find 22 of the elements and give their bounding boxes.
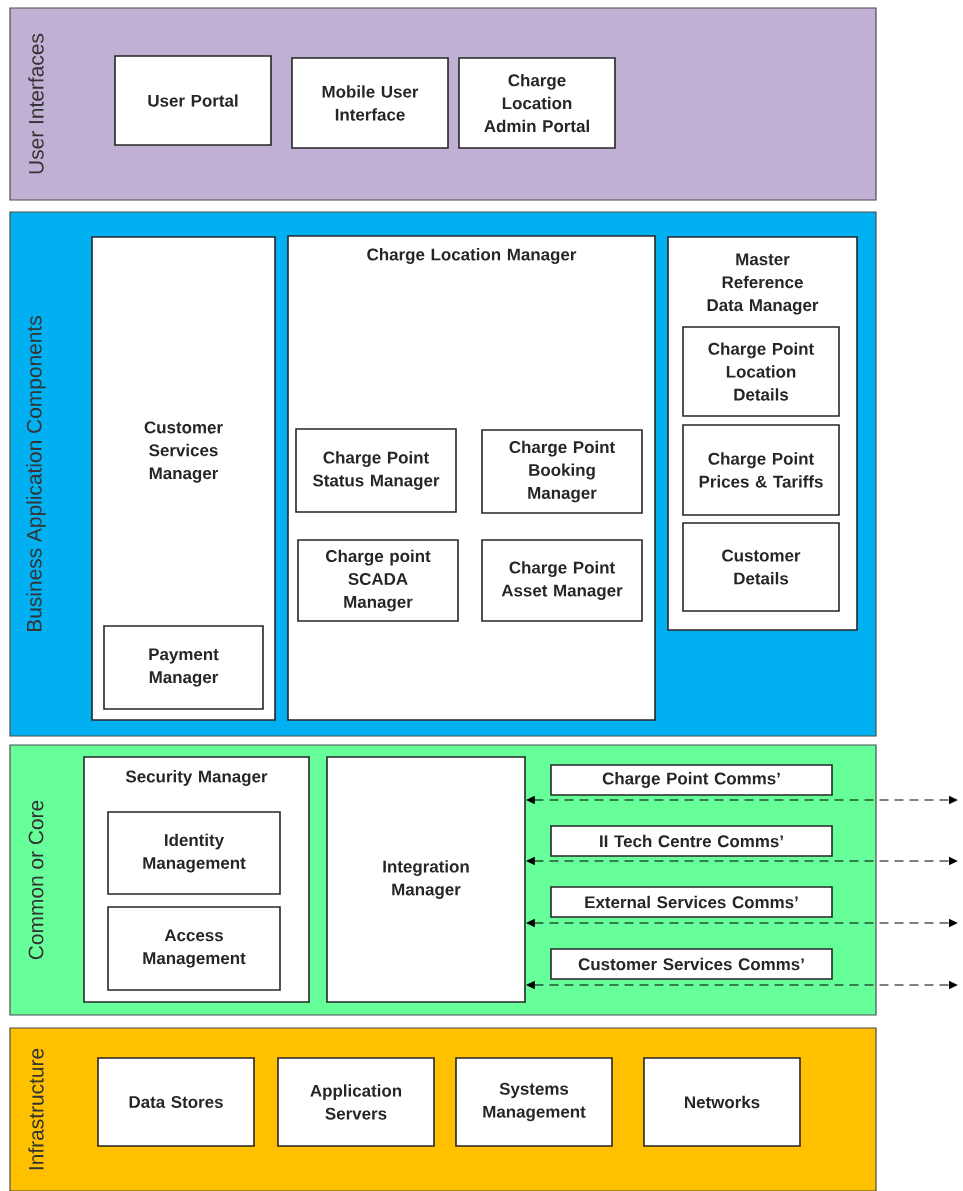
component-box: Payment Manager [103,625,264,710]
component-box: Application Servers [277,1057,435,1147]
component-box: Charge Point Comms’ [550,764,833,796]
component-box: Mobile User Interface [291,57,449,149]
component-box: Charge Point Prices & Tariffs [682,424,840,516]
component-box: Charge Point Location Details [682,326,840,417]
component-box: Charge Point Asset Manager [481,539,643,622]
component-box: Access Management [107,906,281,991]
component-box: Networks [643,1057,801,1147]
component-box: Customer Details [682,522,840,612]
component-box: Charge Point Status Manager [295,428,457,513]
component-box: Charge Location Admin Portal [458,57,616,149]
component-box: Charge point SCADA Manager [297,539,459,622]
component-box: Customer Services Comms’ [550,948,833,980]
component-box: Charge Point Booking Manager [481,429,643,514]
component-box: Systems Management [455,1057,613,1147]
component-box: External Services Comms’ [550,886,833,918]
component-box: Identity Management [107,811,281,895]
component-box: Integration Manager [326,756,526,1003]
component-box: User Portal [114,55,272,146]
component-box: II Tech Centre Comms’ [550,825,833,857]
component-box: Data Stores [97,1057,255,1147]
